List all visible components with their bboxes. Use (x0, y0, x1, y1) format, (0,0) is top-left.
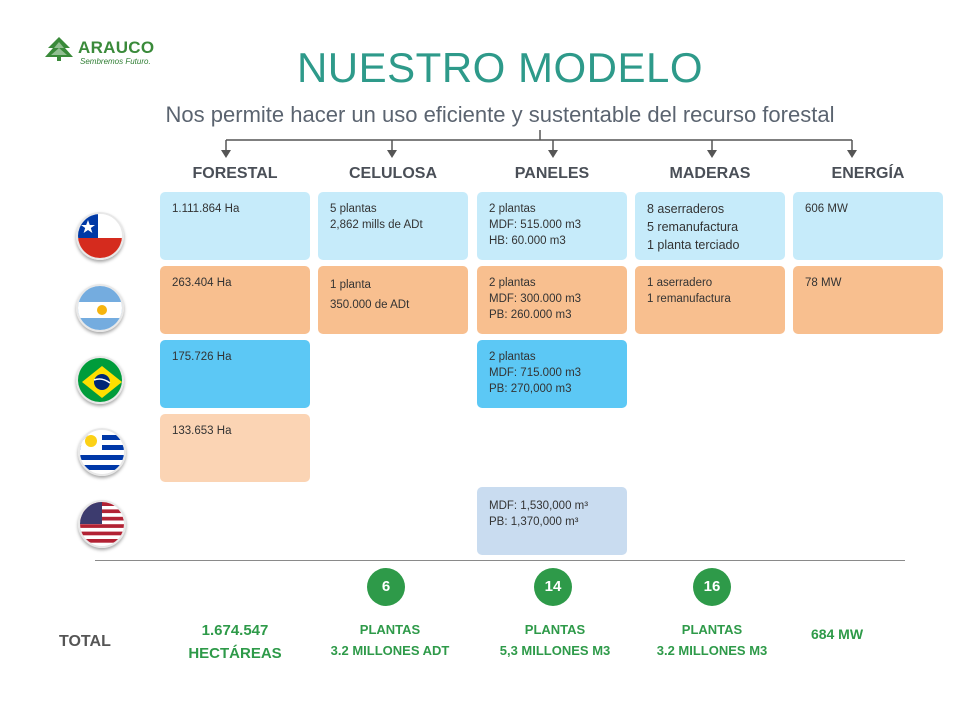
column-header-maderas: MADERAS (669, 165, 751, 182)
badge-celulosa-count: 6 (367, 568, 405, 606)
total-paneles: PLANTAS 5,3 MILLONES M3 (465, 619, 645, 661)
total-paneles-value: 5,3 MILLONES M3 (499, 643, 611, 658)
arauco-logo: ARAUCO Sembremos Futuro. (44, 36, 164, 70)
total-forestal: 1.674.547 HECTÁREAS (145, 619, 325, 665)
totals-divider (95, 560, 905, 561)
cell-chile-energia: 606 MW (793, 192, 943, 260)
column-header-celulosa: CELULOSA (349, 165, 437, 182)
uruguay-flag-icon (78, 428, 126, 476)
logo-name: ARAUCO (78, 38, 155, 57)
cell-usa-paneles: MDF: 1,530,000 m³ PB: 1,370,000 m³ (477, 487, 627, 555)
cell-argentina-maderas: 1 aserradero 1 remanufactura (635, 266, 785, 334)
column-header-forestal: FORESTAL (192, 165, 278, 182)
total-maderas-label: PLANTAS (681, 622, 743, 637)
badge-maderas-count: 16 (693, 568, 731, 606)
column-header-paneles: PANELES (514, 165, 590, 182)
page-subtitle: Nos permite hacer un uso eficiente y sus… (165, 102, 835, 127)
total-energia: 684 MW (810, 626, 864, 642)
tree-logo-icon (45, 37, 73, 61)
cell-chile-celulosa: 5 plantas 2,862 mills de ADt (318, 192, 468, 260)
total-celulosa-label: PLANTAS (359, 622, 421, 637)
usa-flag-icon (78, 500, 126, 548)
argentina-flag-icon (76, 284, 124, 332)
bracket-arrows (221, 130, 857, 158)
chile-flag-icon (76, 212, 124, 260)
cell-argentina-energia: 78 MW (793, 266, 943, 334)
total-paneles-label: PLANTAS (524, 622, 586, 637)
total-label: TOTAL (59, 633, 111, 650)
total-maderas: PLANTAS 3.2 MILLONES M3 (622, 619, 802, 661)
total-forestal-unit: HECTÁREAS (188, 645, 282, 662)
total-celulosa: PLANTAS 3.2 MILLONES ADT (300, 619, 480, 661)
cell-chile-paneles: 2 plantas MDF: 515.000 m3 HB: 60.000 m3 (477, 192, 627, 260)
cell-chile-forestal: 1.111.864 Ha (160, 192, 310, 260)
total-celulosa-value: 3.2 MILLONES ADT (330, 643, 450, 658)
cell-uruguay-forestal: 133.653 Ha (160, 414, 310, 482)
brazil-flag-icon (76, 356, 124, 404)
cell-argentina-paneles: 2 plantas MDF: 300.000 m3 PB: 260.000 m3 (477, 266, 627, 334)
page-title: NUESTRO MODELO (296, 44, 704, 91)
total-maderas-value: 3.2 MILLONES M3 (656, 643, 768, 658)
total-forestal-value: 1.674.547 (201, 622, 269, 639)
cell-chile-maderas: 8 aserraderos 5 remanufactura 1 planta t… (635, 192, 785, 260)
cell-argentina-forestal: 263.404 Ha (160, 266, 310, 334)
logo-tagline: Sembremos Futuro. (80, 57, 151, 66)
cell-brasil-forestal: 175.726 Ha (160, 340, 310, 408)
cell-brasil-paneles: 2 plantas MDF: 715.000 m3 PB: 270,000 m3 (477, 340, 627, 408)
badge-paneles-count: 14 (534, 568, 572, 606)
column-header-energia: ENERGÍA (831, 165, 905, 182)
cell-argentina-celulosa: 1 planta 350.000 de ADt (318, 266, 468, 334)
